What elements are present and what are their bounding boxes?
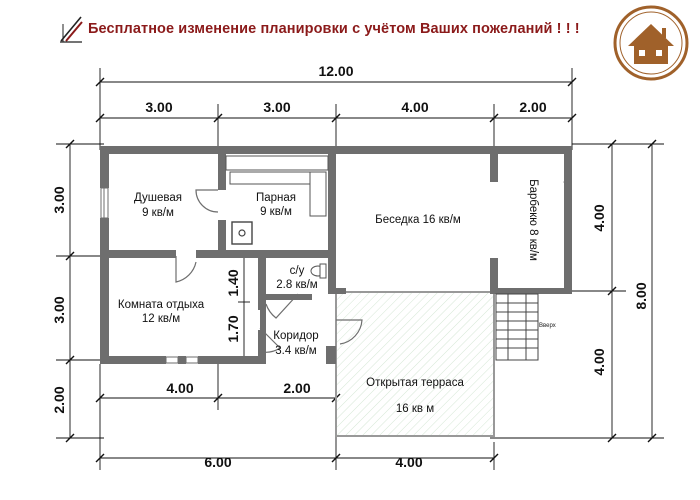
room-rest-area: 12 кв/м xyxy=(142,313,180,325)
dim-total-width: 12.00 xyxy=(318,63,353,79)
room-terrace-name: Открытая терраса xyxy=(366,377,464,389)
dim-left-1: 3.00 xyxy=(51,186,67,213)
room-wc-name: с/у xyxy=(290,265,305,277)
pencil-ruler-icon xyxy=(60,16,83,43)
room-steam-area: 9 кв/м xyxy=(260,206,292,218)
door-corridor xyxy=(336,319,363,345)
dim-top-2: 3.00 xyxy=(263,99,290,115)
house-logo-icon xyxy=(613,5,689,81)
doors xyxy=(175,189,363,353)
room-corridor-area: 3.4 кв/м xyxy=(275,345,317,357)
stairs-label: Вверх xyxy=(539,323,556,329)
dim-top-1: 3.00 xyxy=(145,99,172,115)
dim-left-2: 3.00 xyxy=(51,296,67,323)
dim-bottom-outer-1: 6.00 xyxy=(204,454,231,470)
dim-top-4: 2.00 xyxy=(519,99,546,115)
walls xyxy=(100,146,572,364)
dim-corridor-1: 1.40 xyxy=(225,269,241,296)
room-corridor-name: Коридор xyxy=(273,330,318,342)
steam-room-shelves xyxy=(225,155,329,217)
room-terrace-area: 16 кв м xyxy=(396,403,434,415)
stairs xyxy=(495,293,539,361)
dim-right-1: 4.00 xyxy=(591,204,607,231)
room-bbq: Барбекю 8 кв/м xyxy=(527,179,539,261)
page-title: Бесплатное изменение планировки с учётом… xyxy=(88,21,580,37)
dim-bottom-inner-2: 2.00 xyxy=(283,380,310,396)
door-rest xyxy=(175,256,197,283)
toilet-icon xyxy=(310,263,327,279)
room-wc-area: 2.8 кв/м xyxy=(276,279,318,291)
terrace-floor xyxy=(336,292,494,436)
room-gazebo: Беседка 16 кв/м xyxy=(375,214,461,226)
dim-corridor-2: 1.70 xyxy=(225,315,241,342)
room-shower-name: Душевая xyxy=(134,192,182,204)
dim-top-3: 4.00 xyxy=(401,99,428,115)
door-corridor-inner xyxy=(259,327,281,353)
dim-bottom-outer-2: 4.00 xyxy=(395,454,422,470)
room-rest-name: Комната отдыха xyxy=(118,299,205,311)
door-wc xyxy=(265,293,299,319)
room-shower-area: 9 кв/м xyxy=(142,207,174,219)
stove-icon xyxy=(231,221,253,245)
dim-left-3: 2.00 xyxy=(51,386,67,413)
dim-bottom-inner-1: 4.00 xyxy=(166,380,193,396)
dim-right-2: 4.00 xyxy=(591,348,607,375)
dim-right-total: 8.00 xyxy=(633,282,649,309)
header-banner: Бесплатное изменение планировки с учётом… xyxy=(58,12,602,52)
room-steam-name: Парная xyxy=(256,192,296,204)
door-shower xyxy=(195,189,219,213)
